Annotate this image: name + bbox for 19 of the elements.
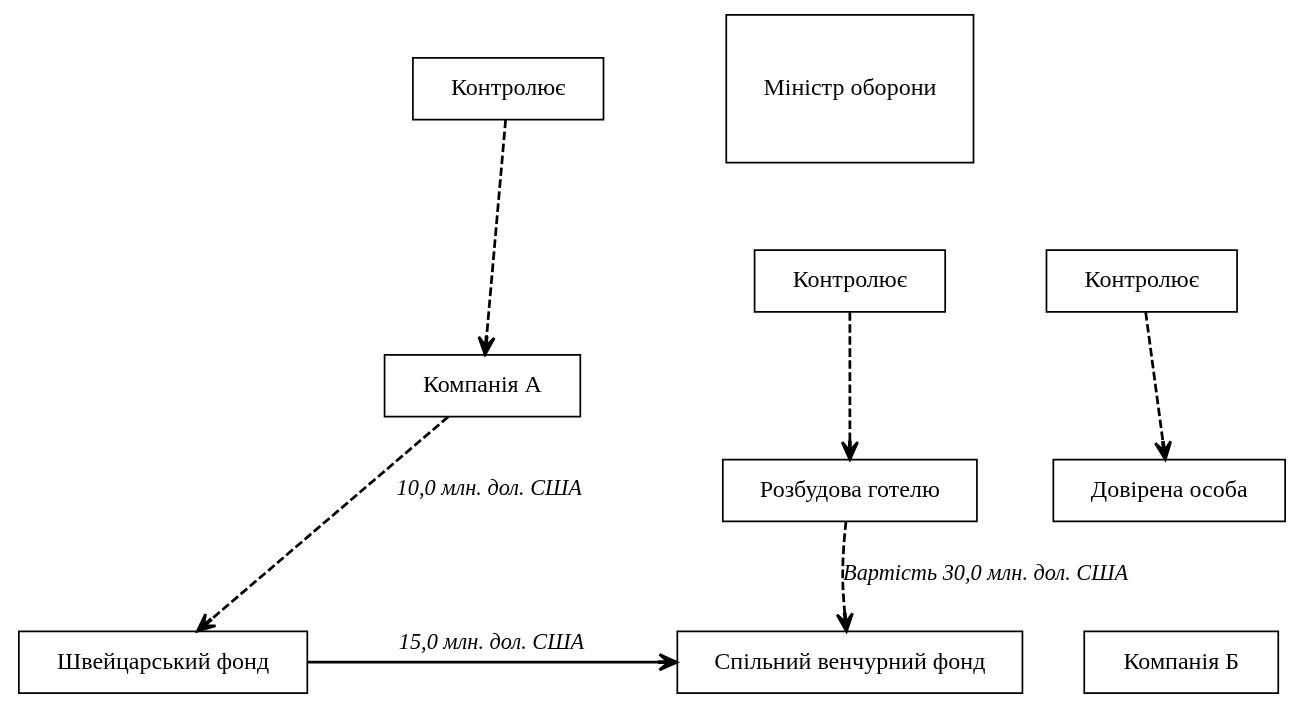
node-box: Розбудова готелю xyxy=(721,458,978,523)
node-box: Спільний венчурний фонд xyxy=(676,630,1024,694)
arrow xyxy=(196,415,450,633)
arrow xyxy=(307,653,679,672)
node-box: Міністр оборони xyxy=(725,14,975,164)
node-box: Довірена особа xyxy=(1052,458,1286,523)
node-box: Компанія Б xyxy=(1083,630,1280,694)
arrow xyxy=(840,312,859,461)
node-box: Контролює xyxy=(1045,249,1238,313)
node-box: Компанія А xyxy=(383,354,582,418)
arrow xyxy=(835,521,854,633)
edge-label: 15,0 млн. дол. США xyxy=(398,629,585,655)
edge-label: 10,0 млн. дол. США xyxy=(396,474,582,500)
edge-label: Вартість 30,0 млн. дол. США xyxy=(843,560,1129,586)
node-box: Контролює xyxy=(412,56,605,121)
arrow xyxy=(477,119,507,356)
node-box: Швейцарський фонд xyxy=(18,630,309,694)
node-box: Контролює xyxy=(753,249,947,313)
arrow xyxy=(1144,312,1173,461)
